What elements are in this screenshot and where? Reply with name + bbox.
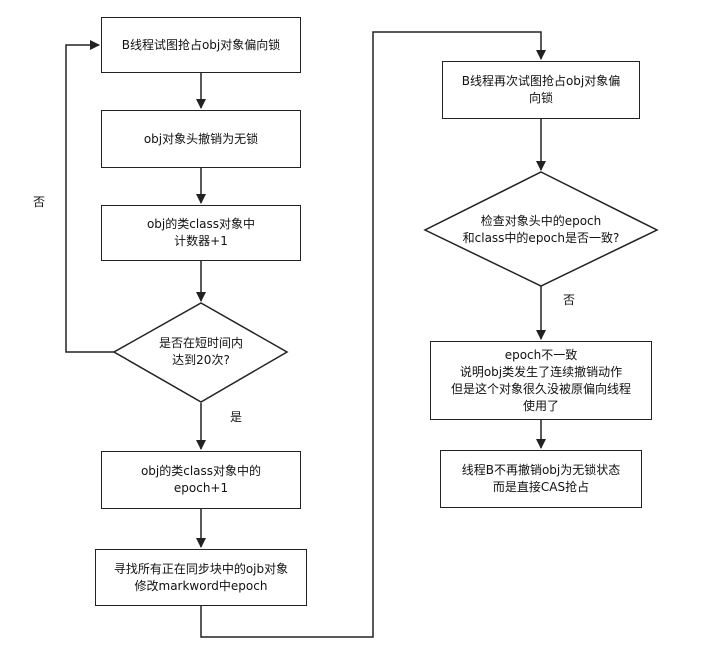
left-decision-diamond (112, 302, 289, 403)
left-step5-line: 修改markword中epoch (134, 578, 268, 593)
right-step2-box: epoch不一致 说明obj类发生了连续撤销动作 但是这个对象很久没被原偏向线程… (430, 341, 652, 420)
left-no-label: 否 (33, 195, 46, 209)
left-step1-line: B线程试图抢占obj对象偏向锁 (121, 37, 281, 52)
right-step2-line: 说明obj类发生了连续撤销动作 (459, 364, 623, 379)
left-step5-line: 寻找所有正在同步块中的ojb对象 (113, 561, 289, 576)
left-step2-box: obj对象头撤销为无锁 (101, 110, 301, 168)
left-step4-line: epoch+1 (173, 481, 229, 495)
left-decision-text: 是否在短时间内 达到20次? (124, 326, 278, 378)
left-step5-box: 寻找所有正在同步块中的ojb对象 修改markword中epoch (95, 549, 307, 606)
right-step2-line: 但是这个对象很久没被原偏向线程 (450, 381, 631, 396)
left-decision-line: 达到20次? (172, 353, 230, 367)
right-decision-line: 检查对象头中的epoch (480, 214, 602, 228)
left-step3-line: obj的类class对象中 (146, 217, 256, 231)
left-step4-box: obj的类class对象中的 epoch+1 (101, 451, 301, 509)
left-step2-line: obj对象头撤销为无锁 (143, 131, 259, 146)
right-no-label: 否 (563, 293, 576, 307)
left-step4-line: obj的类class对象中的 (140, 464, 262, 478)
left-step3-box: obj的类class对象中 计数器+1 (101, 205, 301, 261)
left-decision-line: 是否在短时间内 (158, 336, 243, 350)
left-step1-box: B线程试图抢占obj对象偏向锁 (101, 17, 301, 73)
arrow-left-decision-no-loop (65, 40, 114, 353)
right-step2-line: 使用了 (522, 398, 559, 413)
left-yes-label: 是 (230, 410, 243, 424)
right-step1-line: B线程再次试图抢占obj对象偏 (461, 74, 621, 88)
right-step1-line: 向锁 (528, 91, 553, 105)
right-decision-diamond (423, 171, 659, 287)
arrow-left-to-right-column (200, 31, 546, 638)
right-step1-box: B线程再次试图抢占obj对象偏 向锁 (442, 61, 640, 119)
right-step3-box: 线程B不再撤销obj为无锁状态 而是直接CAS抢占 (440, 450, 642, 508)
right-decision-line: 和class中的epoch是否一致? (462, 231, 620, 245)
right-decision-text: 检查对象头中的epoch 和class中的epoch是否一致? (430, 205, 652, 255)
left-step3-line: 计数器+1 (174, 234, 228, 248)
right-step2-line: epoch不一致 (504, 347, 578, 362)
right-step3-line: 线程B不再撤销obj为无锁状态 (461, 463, 621, 477)
right-step3-line: 而是直接CAS抢占 (492, 480, 590, 494)
